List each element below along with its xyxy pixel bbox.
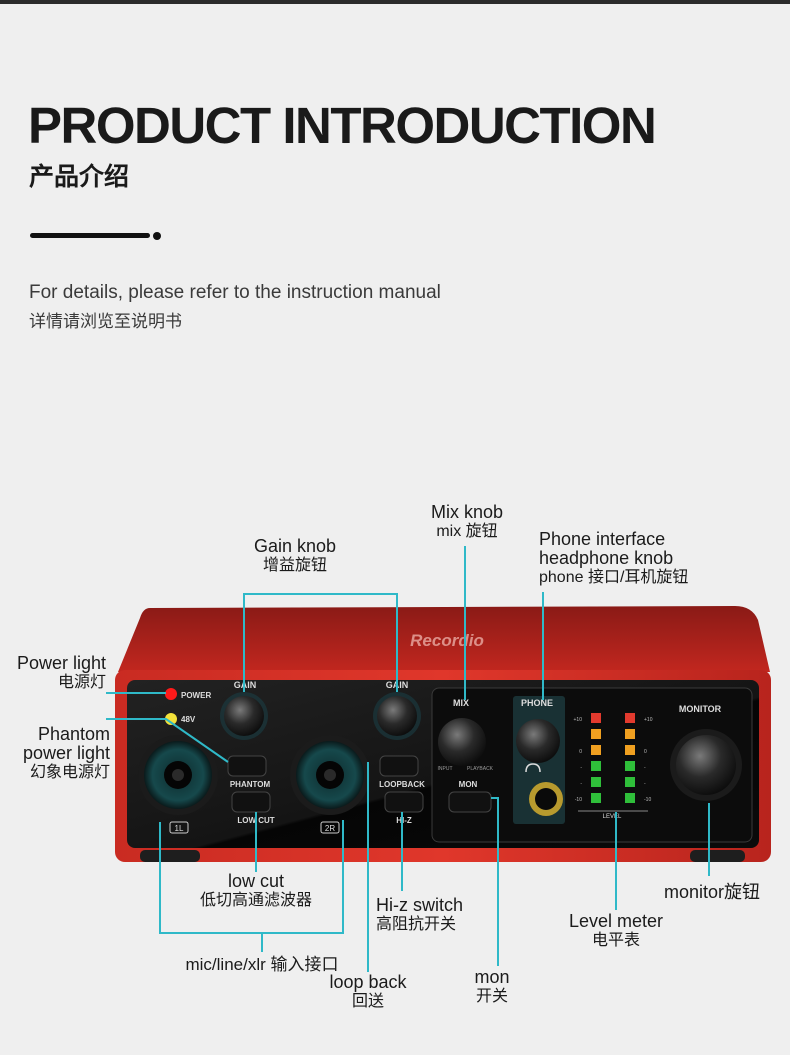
callout-input: mic/line/xlr 输入接口	[132, 955, 392, 974]
meter-scale-label: -10	[644, 797, 651, 803]
level-meter: +10 +10 0 0 - - - - -10 -10	[574, 713, 653, 812]
loopback-button-label: LOOPBACK	[379, 780, 425, 789]
gain2-knob	[377, 696, 417, 736]
mon-button	[448, 791, 492, 813]
phantom-button	[227, 755, 267, 777]
callout-hiz: Hi-z switch 高阻抗开关	[376, 896, 463, 934]
meter-segment	[591, 729, 601, 739]
mix-playback-label: PLAYBACK	[467, 766, 494, 772]
callout-mix-en: Mix knob	[430, 502, 504, 522]
meter-segment	[591, 713, 601, 723]
callout-loopback-cn: 回送	[351, 993, 384, 1010]
callout-phone: Phone interface headphone knob phone 接口/…	[539, 530, 688, 587]
mix-label: MIX	[453, 698, 469, 708]
lowcut-button	[231, 791, 271, 813]
level-label: LEVEL	[603, 814, 622, 820]
phantom-led-label: 48V	[181, 715, 196, 724]
callout-power-cn: 电源灯	[57, 674, 106, 691]
callout-lines	[106, 546, 710, 972]
details-text-cn: 详情请浏览至说明书	[29, 312, 182, 331]
meter-segment	[625, 745, 635, 755]
phantom-button-label: PHANTOM	[230, 780, 271, 789]
headphone-icon	[525, 763, 541, 773]
brand-logo: Recordio	[410, 631, 484, 650]
meter-segment	[591, 777, 601, 787]
callout-phantom: Phantom power light 幻象电源灯	[0, 725, 110, 782]
phone-knob	[516, 719, 560, 763]
callout-hiz-cn: 高阻抗开关	[376, 916, 457, 933]
callout-mix: Mix knob mix 旋钮	[412, 503, 522, 541]
callout-level-cn: 电平表	[591, 932, 640, 949]
meter-scale-label: 0	[644, 749, 647, 755]
meter-segment	[625, 793, 635, 803]
hiz-button-label: HI-Z	[396, 816, 412, 825]
meter-scale-label: -	[644, 781, 646, 787]
callout-power-en: Power light	[16, 653, 106, 673]
meter-segment	[591, 761, 601, 771]
meter-segment	[625, 777, 635, 787]
meter-scale-label: -	[644, 765, 646, 771]
callout-monitor: monitor旋钮	[664, 883, 760, 902]
callout-mon-cn: 开关	[475, 988, 508, 1005]
hiz-button	[384, 791, 424, 813]
callout-lowcut: low cut 低切高通滤波器	[176, 872, 336, 910]
meter-scale-label: +10	[644, 717, 653, 723]
callout-loopback: loop back 回送	[318, 973, 418, 1011]
meter-scale-label: +10	[574, 717, 583, 723]
loopback-button	[379, 755, 419, 777]
callout-input-cn: mic/line/xlr 输入接口	[185, 955, 339, 974]
callout-phone-en1: Phone interface	[539, 529, 666, 549]
input1-tag: 1L	[175, 824, 184, 833]
phantom-led	[165, 713, 177, 725]
monitor-knob	[676, 735, 736, 795]
meter-scale-label: -	[580, 765, 582, 771]
callout-level-en: Level meter	[568, 911, 664, 931]
monitor-label: MONITOR	[679, 704, 722, 714]
top-strip	[0, 0, 790, 4]
callout-gain-cn: 增益旋钮	[262, 557, 327, 574]
callout-lowcut-cn: 低切高通滤波器	[199, 892, 312, 909]
callout-phantom-en1: Phantom	[37, 724, 110, 744]
callout-gain-en: Gain knob	[253, 536, 337, 556]
callout-monitor-cn: monitor旋钮	[664, 882, 761, 902]
meter-scale-label: -	[580, 781, 582, 787]
meter-segment	[625, 761, 635, 771]
callout-mon-en: mon	[474, 967, 510, 987]
callout-power: Power light 电源灯	[0, 654, 106, 692]
page-title: PRODUCT INTRODUCTION	[28, 97, 657, 154]
mix-knob	[438, 718, 486, 766]
callout-gain: Gain knob 增益旋钮	[240, 537, 350, 575]
gain1-knob	[224, 696, 264, 736]
callout-mix-cn: mix 旋钮	[436, 523, 498, 540]
title-dot	[153, 232, 161, 240]
meter-segment	[625, 729, 635, 739]
input2-tag: 2R	[325, 824, 335, 833]
mix-input-label: INPUT	[438, 766, 453, 772]
callout-level: Level meter 电平表	[556, 912, 676, 950]
meter-scale-label: 0	[579, 749, 582, 755]
callout-phantom-en2: power light	[22, 743, 110, 763]
callout-phone-cn: phone 接口/耳机旋钮	[539, 569, 689, 586]
title-underline	[30, 233, 150, 238]
meter-scale-label: -10	[575, 797, 582, 803]
meter-segment	[591, 745, 601, 755]
meter-segment	[625, 713, 635, 723]
meter-segment	[591, 793, 601, 803]
phone-label: PHONE	[521, 698, 553, 708]
callout-lowcut-en: low cut	[227, 871, 285, 891]
mon-button-label: MON	[459, 780, 478, 789]
details-text-en: For details, please refer to the instruc…	[29, 282, 441, 303]
power-label: POWER	[181, 691, 211, 700]
callout-mon: mon 开关	[462, 968, 522, 1006]
callout-phone-en2: headphone knob	[539, 548, 674, 568]
callout-hiz-en: Hi-z switch	[376, 895, 464, 915]
callout-phantom-cn: 幻象电源灯	[29, 764, 110, 781]
callout-loopback-en: loop back	[329, 972, 407, 992]
page-subtitle: 产品介绍	[29, 163, 130, 191]
power-led	[165, 688, 177, 700]
